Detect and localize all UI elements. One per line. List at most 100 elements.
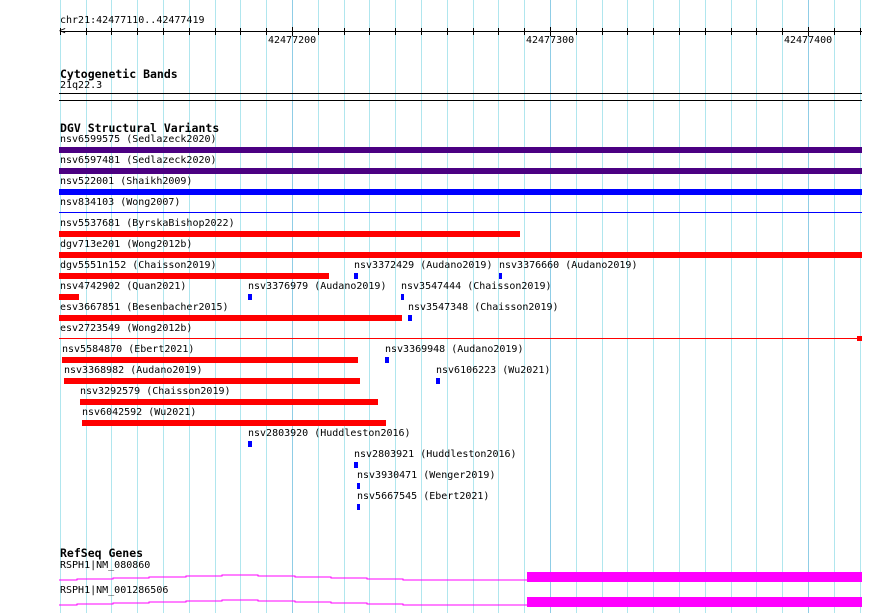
grid-line [731,0,732,613]
dgv-feature-bar[interactable] [248,294,252,300]
cytoband-label: 21q22.3 [60,80,103,91]
dgv-feature-bar[interactable] [385,357,389,363]
dgv-feature-label[interactable]: dgv713e201 (Wong2012b) [60,239,193,250]
dgv-feature-bar[interactable] [357,483,360,489]
dgv-feature-label[interactable]: nsv6042592 (Wu2021) [82,407,197,418]
dgv-feature-bar[interactable] [59,168,862,174]
grid-line [679,0,680,613]
ruler-tick [524,28,525,35]
grid-line [137,0,138,613]
grid-line [808,0,809,613]
grid-line [421,0,422,613]
dgv-feature-label[interactable]: nsv3376660 (Audano2019) [499,260,638,271]
ruler-tick [318,28,319,35]
ruler-tick [473,28,474,35]
grid-line [653,0,654,613]
grid-line [86,0,87,613]
dgv-feature-bar[interactable] [59,252,862,258]
dgv-feature-bar[interactable] [59,315,402,321]
gene-transcript-label[interactable]: RSPH1|NM_080860 [60,560,151,571]
dgv-feature-bar[interactable] [64,378,360,384]
track-title-cytoband[interactable]: Cytogenetic Bands [60,67,178,81]
dgv-feature-bar[interactable] [354,273,358,279]
ruler-tick [344,28,345,35]
dgv-feature-label[interactable]: nsv3547348 (Chaisson2019) [408,302,559,313]
gene-exon[interactable] [527,597,862,607]
dgv-feature-bar[interactable] [248,441,252,447]
gene-transcript-label[interactable]: RSPH1|NM_001286506 [60,585,169,596]
tick-label: 42477300 [526,35,575,46]
grid-line [860,0,861,613]
dgv-feature-label[interactable]: nsv6106223 (Wu2021) [436,365,551,376]
ruler-tick [240,28,241,35]
ruler-tick [86,28,87,35]
dgv-feature-bar[interactable] [436,378,440,384]
dgv-feature-label[interactable]: nsv5537681 (ByrskaBishop2022) [60,218,235,229]
grid-line [369,0,370,613]
dgv-feature-bar[interactable] [499,273,502,279]
dgv-feature-end-marker[interactable] [857,336,862,341]
dgv-feature-bar[interactable] [408,315,412,321]
dgv-feature-bar[interactable] [357,504,360,510]
dgv-feature-label[interactable]: nsv5584870 (Ebert2021) [62,344,195,355]
dgv-feature-label[interactable]: nsv3292579 (Chaisson2019) [80,386,231,397]
grid-line [550,0,551,613]
dgv-feature-bar[interactable] [354,462,358,468]
grid-line [756,0,757,613]
track-title-dgv[interactable]: DGV Structural Variants [60,121,220,135]
dgv-feature-label[interactable]: nsv3547444 (Chaisson2019) [401,281,552,292]
grid-line [111,0,112,613]
dgv-feature-label[interactable]: nsv2803920 (Huddleston2016) [248,428,411,439]
dgv-feature-label[interactable]: nsv834103 (Wong2007) [60,197,181,208]
dgv-feature-label[interactable]: nsv6599575 (Sedlazeck2020) [60,134,217,145]
dgv-feature-bar[interactable] [59,212,862,213]
ruler-tick [421,28,422,35]
dgv-feature-label[interactable]: nsv4742902 (Quan2021) [60,281,187,292]
ruler-tick [550,27,551,36]
dgv-feature-bar[interactable] [59,147,862,153]
dgv-feature-label[interactable]: nsv5667545 (Ebert2021) [357,491,490,502]
dgv-feature-bar[interactable] [62,357,358,363]
dgv-feature-label[interactable]: nsv3372429 (Audano2019) [354,260,493,271]
ruler-tick [498,28,499,35]
dgv-feature-label[interactable]: nsv3376979 (Audano2019) [248,281,387,292]
cytoband-bar[interactable] [59,100,862,101]
dgv-feature-label[interactable]: nsv3930471 (Wenger2019) [357,470,496,481]
dgv-feature-bar[interactable] [59,294,79,300]
dgv-feature-bar[interactable] [59,189,862,195]
scroll-left-arrow-icon[interactable]: < [59,24,66,37]
tick-label: 42477400 [784,35,833,46]
dgv-feature-bar[interactable] [80,399,378,405]
dgv-feature-label[interactable]: esv3667851 (Besenbacher2015) [60,302,229,313]
track-title-refseq[interactable]: RefSeq Genes [60,546,144,560]
dgv-feature-label[interactable]: nsv3369948 (Audano2019) [385,344,524,355]
grid-line [163,0,164,613]
dgv-feature-label[interactable]: nsv6597481 (Sedlazeck2020) [60,155,217,166]
dgv-feature-label[interactable]: esv2723549 (Wong2012b) [60,323,193,334]
dgv-feature-bar[interactable] [82,420,386,426]
grid-line [240,0,241,613]
dgv-feature-label[interactable]: dgv5551n152 (Chaisson2019) [60,260,217,271]
grid-line [834,0,835,613]
dgv-feature-bar[interactable] [401,294,404,300]
gene-intron-line [59,574,527,581]
ruler-tick [266,28,267,35]
dgv-feature-bar[interactable] [59,338,862,339]
ruler-tick [653,28,654,35]
grid-line [782,0,783,613]
dgv-feature-label[interactable]: nsv522001 (Shaikh2009) [60,176,193,187]
cytoband-bar[interactable] [59,93,862,94]
location-label: chr21:42477110..42477419 [60,15,205,26]
dgv-feature-bar[interactable] [59,231,520,237]
grid-line [524,0,525,613]
ruler-tick [782,28,783,35]
dgv-feature-bar[interactable] [59,273,329,279]
ruler-tick [705,28,706,35]
gene-exon[interactable] [527,572,862,582]
ruler-tick [860,28,861,35]
grid-line [447,0,448,613]
grid-line [498,0,499,613]
dgv-feature-label[interactable]: nsv2803921 (Huddleston2016) [354,449,517,460]
dgv-feature-label[interactable]: nsv3368982 (Audano2019) [64,365,203,376]
grid-line [60,0,61,613]
